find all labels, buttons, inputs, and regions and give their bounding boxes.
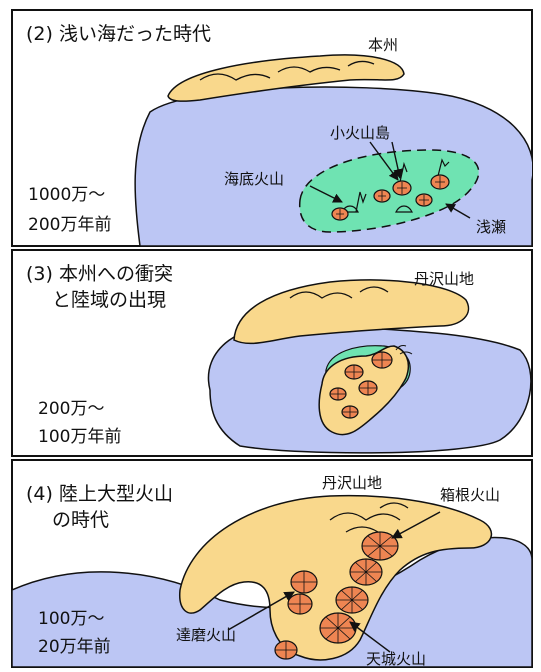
volcano-hatching bbox=[275, 532, 398, 659]
honshu-landmass bbox=[167, 54, 405, 102]
label-honshu: 本州 bbox=[368, 36, 398, 54]
volcanic-islands bbox=[331, 174, 450, 221]
arrow-hakone bbox=[391, 511, 441, 539]
arrow-small-island-b bbox=[391, 141, 403, 179]
honshu-ridges bbox=[199, 60, 375, 81]
volcano-hatching bbox=[330, 352, 392, 418]
panel-volcano-era: (4) 陸上大型火山 の時代 丹沢山地 箱根火山 達磨火山 天城火山 100万～… bbox=[11, 459, 533, 668]
period-start: 100万～ bbox=[38, 609, 104, 629]
period-end: 200万年前 bbox=[28, 215, 111, 235]
panel-title-line2: の時代 bbox=[52, 509, 109, 531]
shoal-vents bbox=[395, 345, 413, 355]
arrow-daruma bbox=[227, 591, 295, 631]
label-submarine-volcano: 海底火山 bbox=[224, 170, 284, 188]
label-tanzawa: 丹沢山地 bbox=[322, 474, 382, 492]
period-start: 1000万～ bbox=[28, 185, 105, 205]
label-amagi: 天城火山 bbox=[366, 650, 426, 668]
label-small-volcanic-island: 小火山島 bbox=[330, 124, 390, 142]
label-daruma: 達磨火山 bbox=[176, 626, 236, 644]
period-start: 200万～ bbox=[38, 399, 104, 419]
label-shoal: 浅瀬 bbox=[476, 218, 506, 236]
label-tanzawa: 丹沢山地 bbox=[414, 270, 474, 288]
tanzawa-ridges bbox=[329, 502, 409, 533]
volcano-hatching bbox=[336, 176, 445, 219]
label-hakone: 箱根火山 bbox=[440, 486, 500, 504]
period-end: 100万年前 bbox=[38, 427, 121, 447]
panel-title: (2) 浅い海だった時代 bbox=[26, 23, 211, 45]
panel-title-line2: と陸域の出現 bbox=[52, 289, 166, 311]
tanzawa-ridges bbox=[289, 286, 389, 299]
panel-shallow-sea: (2) 浅い海だった時代 本州 小火山島 海底火山 浅瀬 1000万～ 200万… bbox=[11, 9, 533, 247]
period-end: 20万年前 bbox=[38, 637, 111, 657]
panel-collision: (3) 本州への衝突 と陸域の出現 丹沢山地 200万～ 100万年前 bbox=[11, 249, 533, 457]
arrow-shoal bbox=[445, 203, 471, 219]
panel-title-line1: (3) 本州への衝突 bbox=[26, 263, 173, 285]
arrow-submarine-volcano bbox=[309, 185, 343, 203]
izu-peninsula-land bbox=[179, 494, 493, 661]
arrow-amagi bbox=[349, 621, 391, 653]
panel-title-line1: (4) 陸上大型火山 bbox=[26, 483, 173, 505]
